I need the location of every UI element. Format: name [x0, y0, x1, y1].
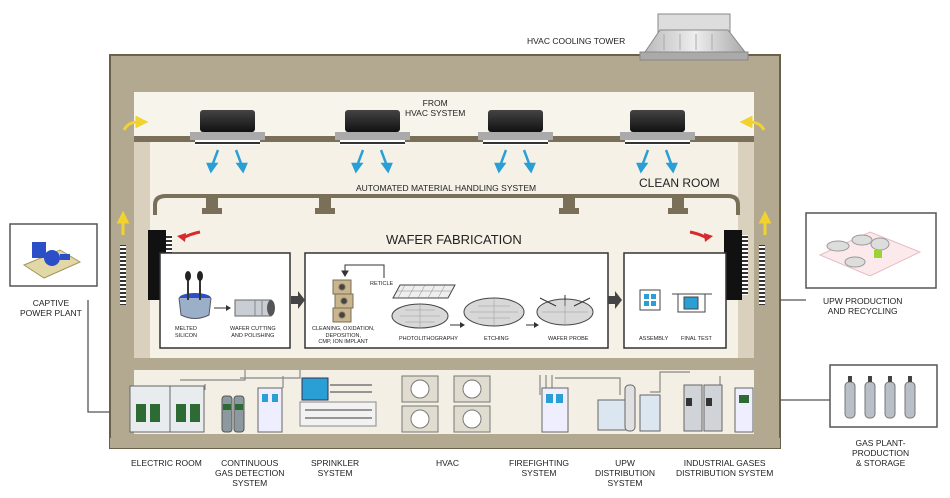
step-etching: ETCHING	[484, 336, 509, 342]
step-reticle: RETICLE	[370, 281, 394, 287]
return-air-arrows	[116, 115, 772, 235]
cooling-tower-icon	[639, 13, 749, 61]
process-boxes	[159, 252, 727, 349]
subfab-piping	[180, 370, 721, 395]
step-photolithography: PHOTOLITHOGRAPHY	[399, 336, 458, 342]
step-cleaning: CLEANING, OXIDATION, DEPOSITION, CMP, IO…	[312, 326, 375, 345]
upw-distribution-icon	[597, 384, 661, 432]
gas-plant-label: GAS PLANT- PRODUCTION & STORAGE	[852, 438, 910, 468]
system-sprinkler: SPRINKLER SYSTEM	[311, 458, 360, 478]
melted-silicon-icon	[178, 271, 212, 319]
sprinkler-system-icon	[299, 377, 377, 427]
hvac-diffusers	[190, 110, 695, 145]
captive-power-plant-icon	[9, 223, 98, 287]
step-final-test: FINAL TEST	[681, 336, 712, 342]
system-industrial-gases: INDUSTRIAL GASES DISTRIBUTION SYSTEM	[676, 458, 774, 478]
arrow-icon	[214, 305, 231, 311]
step-melted-silicon: MELTED SILICON	[175, 326, 198, 339]
external-connectors	[87, 299, 830, 413]
final-test-icon	[672, 293, 712, 313]
ingot-icon	[234, 299, 275, 317]
system-hvac: HVAC	[436, 458, 459, 468]
reticle-arrow	[341, 264, 385, 278]
assembly-icon	[639, 289, 661, 311]
gas-detection-icon	[221, 387, 283, 433]
red-airflow-arrows	[177, 230, 713, 242]
upw-production-icon	[805, 212, 937, 289]
step-assembly: ASSEMBLY	[639, 336, 669, 342]
system-electric-room: ELECTRIC ROOM	[131, 458, 202, 468]
system-gas-detection: CONTINUOUS GAS DETECTION SYSTEM	[215, 458, 285, 488]
wafer-probe-icon	[536, 295, 594, 326]
system-firefighting: FIREFIGHTING SYSTEM	[509, 458, 569, 478]
side-grilles	[120, 230, 765, 305]
clean-room-label: CLEAN ROOM	[639, 176, 720, 190]
etching-icon	[463, 297, 525, 327]
from-hvac-label: FROM HVAC SYSTEM	[405, 98, 466, 118]
arrow-icon	[526, 322, 539, 328]
upw-production-label: UPW PRODUCTION AND RECYCLING	[823, 296, 903, 316]
hvac-fans-icon	[401, 375, 491, 433]
process-flow-arrows	[291, 291, 622, 309]
captive-power-plant-label: CAPTIVE POWER PLANT	[20, 298, 82, 318]
gas-plant-icon	[829, 364, 938, 428]
wafer-fab-title: WAFER FABRICATION	[386, 232, 522, 247]
step-wafer-probe: WAFER PROBE	[548, 336, 589, 342]
amhs-label: AUTOMATED MATERIAL HANDLING SYSTEM	[356, 183, 537, 193]
arrow-icon	[450, 322, 465, 328]
system-upw-distribution: UPW DISTRIBUTION SYSTEM	[595, 458, 655, 488]
electric-room-icon	[129, 385, 205, 433]
airflow-arrows	[206, 149, 678, 174]
photolithography-icon	[391, 284, 456, 329]
cooling-tower-label: HVAC COOLING TOWER	[527, 36, 626, 46]
industrial-gases-icon	[683, 384, 754, 433]
amhs-rail	[153, 194, 740, 215]
firefighting-icon	[541, 387, 569, 433]
cleaning-equipment-icon	[332, 279, 354, 323]
step-wafer-cutting: WAFER CUTTING AND POLISHING	[230, 326, 276, 339]
